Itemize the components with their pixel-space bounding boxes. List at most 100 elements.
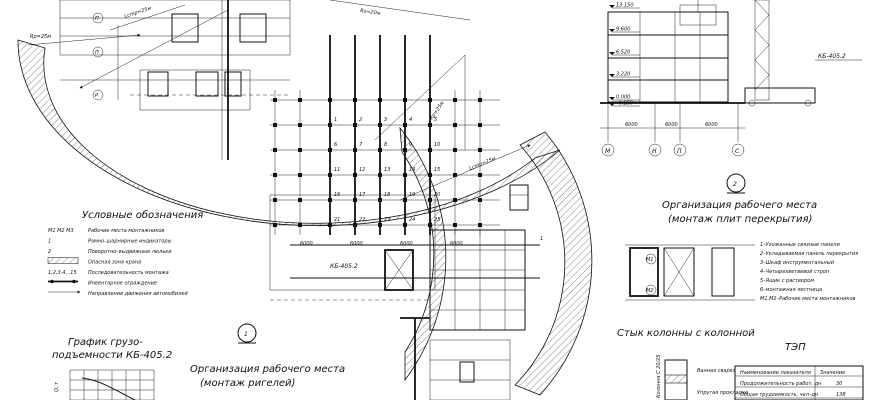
joint-label-gasket: Упругая прокладка [697,390,748,396]
tep-row-1-value: 30 [836,381,842,387]
detail-2-note: 6–монтажная лестница [760,287,822,293]
detail-2-note: 4–Четырехветвевой строп [760,269,830,275]
legend-item-text: Направление движения автомобилей [88,291,189,297]
legend-symbol-text: 1 [48,239,51,245]
section-axis-bubble [731,143,745,157]
detail-2: 2 Организация рабочего места (монтаж пли… [625,173,858,302]
crane-chart-title-2: подъемности КБ-405.2 [52,350,172,361]
mount-order-number: 14 [409,167,415,173]
plan-dimension: 6000 [350,241,363,247]
detail-2-number: 2 [733,181,737,188]
mount-order-number: 9 [409,142,412,148]
mount-order-number: 11 [334,167,340,173]
mount-order-number: 7 [359,142,363,148]
radius-label-1: Rp=25м [30,34,51,40]
mount-order-number: 3 [384,117,387,123]
axis-label-p1: П [95,16,99,22]
detail-2-note: 3–Шкаф инструментальный [760,260,835,266]
worker-m1: М1 [646,257,654,263]
mount-order-number: 20 [434,192,440,198]
elevation-mark: 9.600 [616,27,630,33]
axis-label-p2: П [95,50,99,56]
legend-item-text: Инвентарное ограждение [88,281,157,287]
elevation-mark: 13.150 [616,3,634,9]
radius-label-2: Lcmp=25м [124,6,153,20]
crane-label-plan: КБ-405.2 [330,263,358,270]
crane-label-section: КБ-405.2 [818,53,846,60]
mount-order-number: 12 [359,167,365,173]
worker-m2: М2 [646,288,654,294]
axis-label-r: Р [95,93,98,99]
mount-order-number: 25 [434,217,440,223]
legend-symbol-text: 2 [48,249,51,255]
legend-title: Условные обозначения [82,209,203,221]
mount-order-number: 15 [434,167,440,173]
tep-row-1-name: Продолжительность работ, дн [740,381,822,387]
detail-1-title-1: Организация рабочего места [190,363,345,375]
legend-item-text: Опасная зона крана [88,260,141,266]
joint-title: Стык колонны с колонной [617,328,755,339]
section-dimension: 6000 [625,122,638,128]
detail-2-note: 1–Ухожанные связные панели [760,242,841,248]
detail-2-note: 5–Ящик с раствором [760,278,814,284]
callout-2-plan: 1 [540,236,543,242]
mount-order-number: 10 [434,142,440,148]
section-axis-label: М [605,148,611,155]
section-axis-label: П [677,148,682,155]
section-axis-bubble [673,143,687,157]
plan-dimension: 6000 [400,241,413,247]
mount-order-number: 22 [359,217,365,223]
legend-symbol-hatch [47,257,79,264]
section-axis-bubble [648,143,662,157]
tep-row-2-value: 138 [836,392,846,398]
danger-zone-right-arc [399,126,593,396]
mount-order-number: 21 [334,217,340,223]
legend-item-text: Последовательность монтажа [88,270,169,276]
crane-load-chart: График грузо- подъемности КБ-405.2 Q, т [52,337,172,400]
detail-1-title: 1 Организация рабочего места (монтаж риг… [190,323,345,389]
radius-label-5: Rp=25м [429,100,446,121]
legend: Условные обозначения М1 М2 М3 Рабочие мес… [47,209,203,297]
mount-order-number: 24 [409,217,415,223]
tep-header-value: Значение [820,370,845,376]
mount-order-number: 23 [384,217,390,223]
mount-order-number: 4 [409,117,412,123]
tep-title: ТЭП [785,342,806,353]
detail-2-title-1: Организация рабочего места [662,199,817,211]
tep-row-2-name: Общая трудоемкость, чел–дн [740,392,819,398]
mount-order-number: 13 [384,167,390,173]
detail-2-title-2: (монтаж плит перекрытия) [668,214,812,225]
mount-order-number: 6 [334,142,337,148]
crane-chart-ylabel: Q, т [54,381,60,392]
legend-symbol-text: 1,2,3,4...15 [48,270,77,276]
detail-1-number: 1 [244,331,248,338]
plan-dimension: 6000 [300,241,313,247]
radius-label-3: Rs=20м [360,8,381,17]
elevation-mark: 0.000 [616,95,630,101]
section-axis-bubble [601,143,615,157]
detail-1-title-2: (монтаж ригелей) [200,378,295,389]
capacity-curve [81,377,136,400]
elevation-mark: 3.220 [616,72,630,78]
mount-order-number: 5 [434,117,437,123]
section-axis-label: Н [652,148,657,155]
lower-plan: КБ-405.2 Lcmp=25м Rp=25м 1 [269,54,543,400]
danger-zone-upper-arc [17,39,561,227]
joint-label-weld: Ванная сварка [697,368,736,374]
elevation-mark: 6.520 [616,50,630,56]
detail-2-note: М1,М2–Рабочие места монтажников [760,296,856,302]
mount-order-number: 8 [384,142,387,148]
section-dimension: 6000 [705,122,718,128]
section-dimension: 6000 [665,122,678,128]
legend-symbol-text: М1 М2 М3 [48,228,74,234]
legend-item-text: Поворотно–выдвижные люльки [88,249,172,255]
column-joint-detail: Стык колонны с колонной Колонна С 20/25 … [617,328,755,400]
tep-table: ТЭП Наименование показателя Значение Про… [734,342,864,400]
tep-header-name: Наименование показателя [740,370,811,376]
legend-item-text: Рабочие места монтажников [88,228,164,234]
section-axis-label: С [735,148,740,155]
detail-2-note: 2–Укладываемая панель перекрытия [760,251,858,257]
